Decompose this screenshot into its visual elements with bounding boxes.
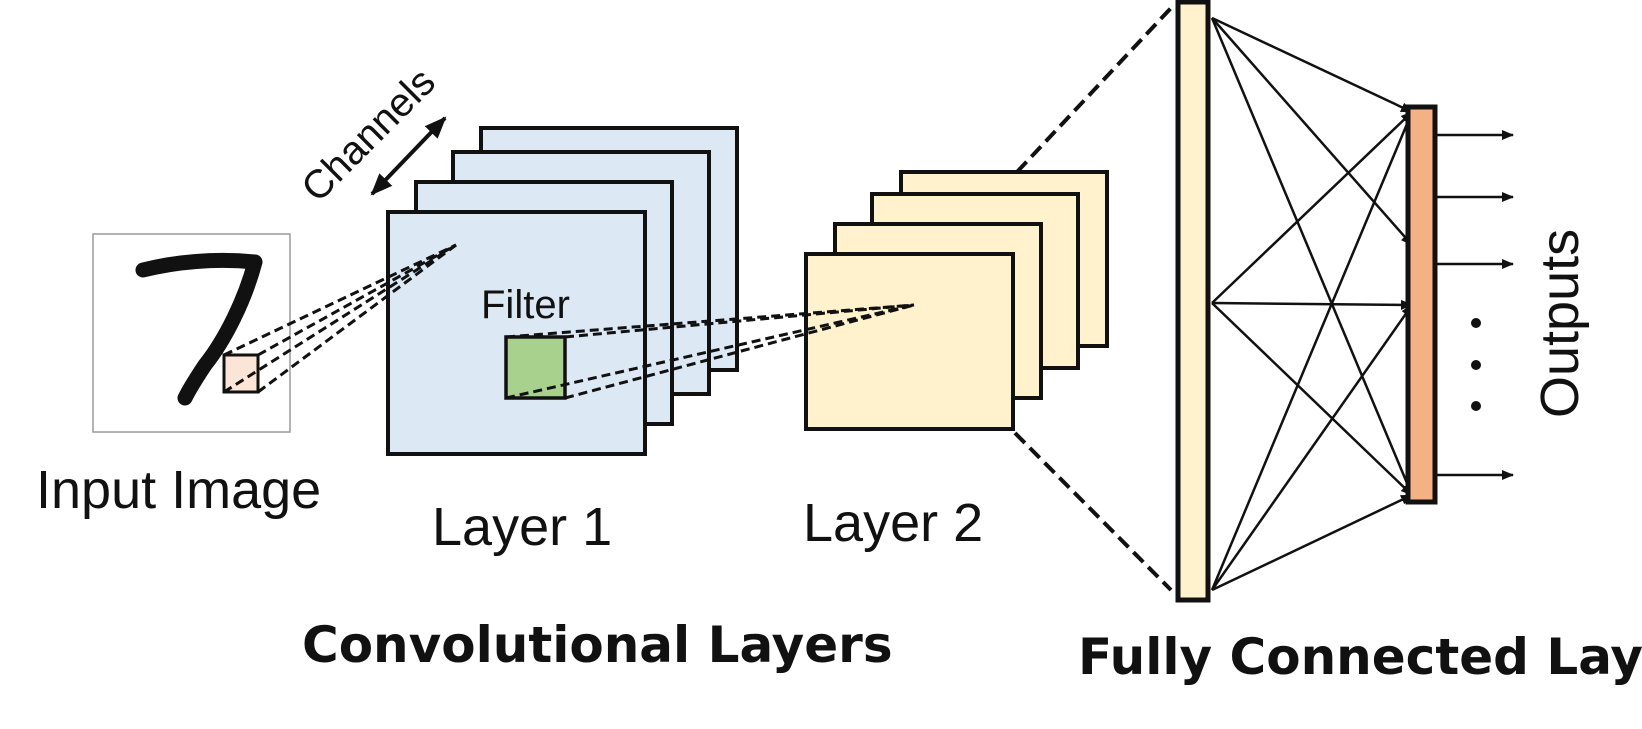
input-image (92, 233, 291, 433)
fc-input-bar (1175, 0, 1211, 603)
fc-connections (1210, 16, 1414, 592)
filter-to-layer2-projection (505, 303, 915, 400)
output-arrows (1437, 130, 1514, 480)
filter-box (504, 335, 567, 400)
outputs-label: Outputs (1530, 229, 1590, 418)
convolutional-layers-label: Convolutional Layers (302, 616, 893, 674)
input-image-label: Input Image (36, 460, 321, 520)
input-to-layer1-projection (223, 243, 457, 394)
fully-connected-layer-label: Fully Connected Layer (1078, 628, 1642, 686)
digit-seven-glyph (135, 252, 263, 406)
layer1-label: Layer 1 (432, 497, 612, 557)
layer2-label: Layer 2 (803, 493, 983, 553)
layer2-stack (804, 170, 1109, 431)
ellipsis-dots (1471, 318, 1481, 411)
layer1-stack (386, 126, 739, 456)
fc-output-bar (1405, 104, 1438, 505)
channels-arrow (370, 116, 447, 196)
layer2-to-fc-projection (1013, 6, 1173, 592)
filter-label: Filter (481, 283, 570, 327)
